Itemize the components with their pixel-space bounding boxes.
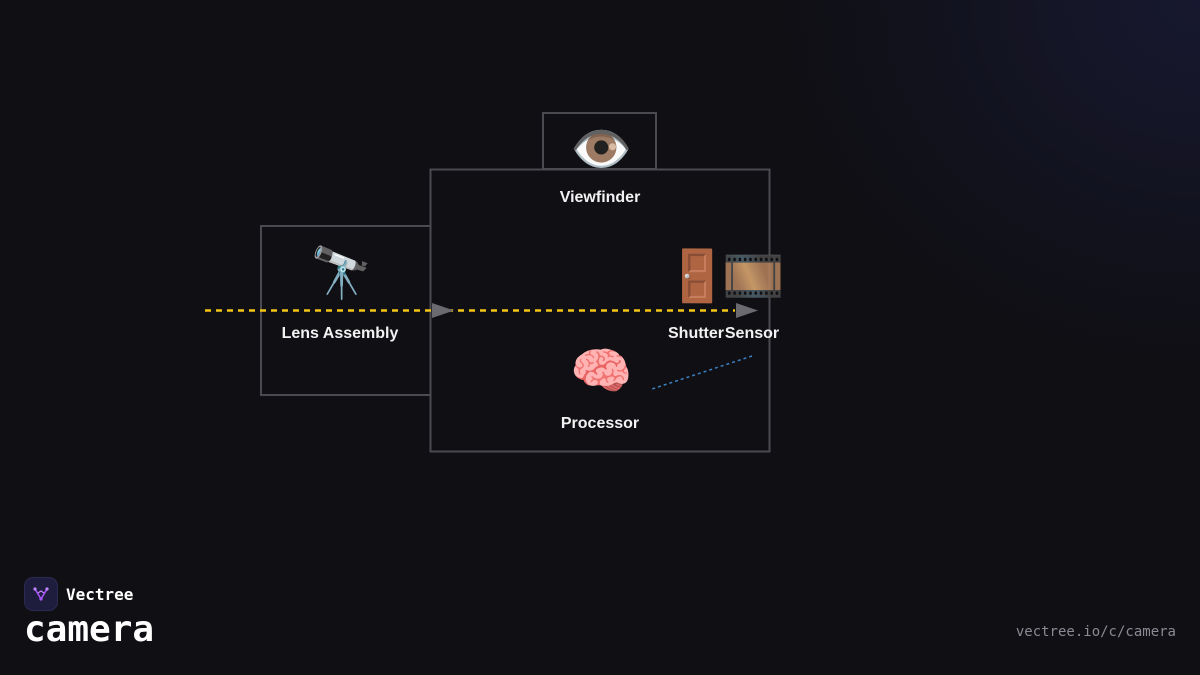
sensor-arrowhead	[736, 303, 758, 318]
vectree-logo-icon	[24, 577, 58, 611]
lens-assembly-label: Lens Assembly	[281, 325, 399, 342]
page-title: camera	[24, 609, 155, 650]
door-icon: 🚪	[666, 247, 729, 305]
film-frames-icon: 🎞️	[722, 247, 785, 305]
data-path-line	[651, 355, 753, 390]
viewfinder-label: Viewfinder	[559, 189, 641, 206]
page-url[interactable]: vectree.io/c/camera	[1015, 624, 1176, 640]
brand-name: Vectree	[66, 584, 134, 604]
brand[interactable]: Vectree	[24, 577, 133, 611]
shutter-label: Shutter	[668, 325, 724, 342]
vectree-logo-mark	[33, 587, 49, 601]
lens-arrowhead	[432, 303, 454, 318]
brain-icon: 🧠	[570, 342, 633, 400]
telescope-icon: 🔭	[310, 244, 373, 302]
processor-label: Processor	[560, 415, 640, 432]
eye-icon: 👁️	[570, 120, 633, 178]
sensor-label: Sensor	[724, 325, 780, 342]
